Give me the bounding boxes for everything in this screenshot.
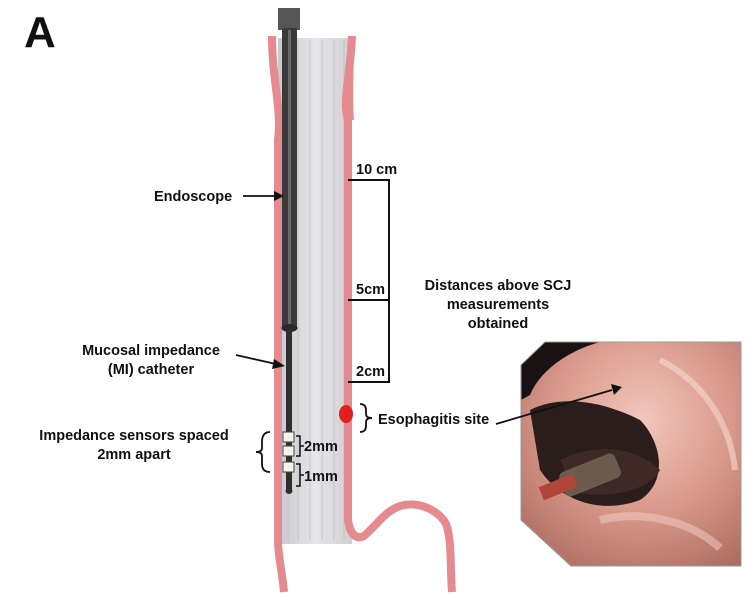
impedance-sensor — [283, 462, 294, 472]
spacing-1mm-label: 1mm — [304, 469, 338, 485]
mi-catheter-label-line2: (MI) catheter — [108, 362, 195, 378]
distances-caption-line3: obtained — [468, 316, 528, 332]
spacing-2mm-label: 2mm — [304, 439, 338, 455]
distances-caption-line2: measurements — [447, 297, 549, 313]
esophagitis-brace — [360, 404, 372, 432]
impedance-sensor — [283, 446, 294, 456]
endoscope-label: Endoscope — [154, 189, 232, 205]
distance-2cm-label: 2cm — [356, 364, 385, 380]
distance-5cm-label: 5cm — [356, 282, 385, 298]
distance-ladder — [348, 179, 390, 383]
esophagitis-spot — [339, 405, 353, 423]
sensors-brace — [256, 432, 270, 472]
esophagitis-label: Esophagitis site — [378, 412, 489, 428]
sensors-label-line2: 2mm apart — [97, 447, 171, 463]
impedance-sensor — [283, 432, 294, 442]
mi-catheter-label-line1: Mucosal impedance — [82, 343, 220, 359]
distances-caption-line1: Distances above SCJ — [425, 278, 572, 294]
panel-letter: A — [24, 8, 56, 57]
endoscopy-photo — [520, 340, 742, 568]
distance-10cm-label: 10 cm — [356, 162, 397, 178]
sensors-label-line1: Impedance sensors spaced — [39, 428, 228, 444]
